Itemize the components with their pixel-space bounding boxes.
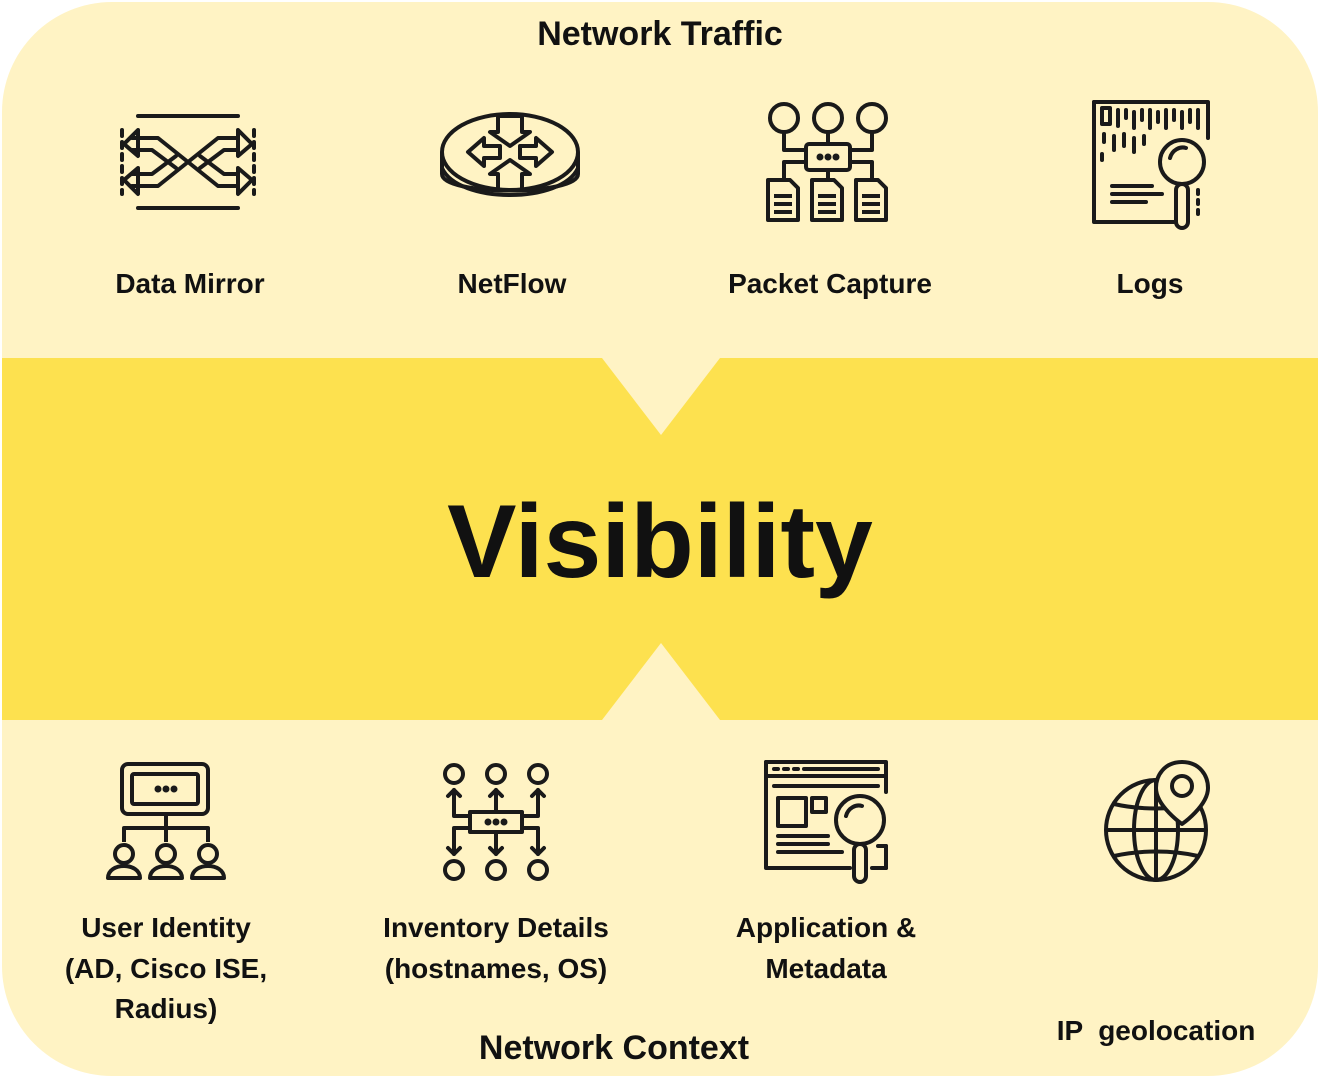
traffic-source-label: Packet Capture [728,268,932,299]
globe-pin-icon [1100,758,1216,888]
context-source-label: Inventory Details (hostnames, OS) [356,908,636,989]
context-label-line: Application & [735,912,917,943]
context-source-label: User Identity (AD, Cisco ISE, Radius) [36,908,296,1030]
network-context-title: Network Context [478,1029,750,1067]
context-label-line: Inventory Details [383,912,609,943]
traffic-source-label: Logs [1116,268,1184,299]
context-source-label: IP geolocation [1036,930,1276,1092]
traffic-source-label: Data Mirror [115,268,265,299]
network-traffic-title: Network Traffic [537,15,783,53]
context-label-line: Metadata [765,952,887,984]
context-label-line: (hostnames, OS) [384,952,608,984]
context-label-line: IP geolocation [1056,1015,1256,1047]
application-search-icon [762,758,892,886]
packet-capture-icon [762,100,894,226]
context-label-line: (AD, Cisco ISE, [64,952,268,984]
logs-search-icon [1090,98,1214,234]
router-icon [438,108,582,216]
context-label-line: Radius) [114,993,218,1025]
visibility-title: Visibility [447,484,873,600]
traffic-source-label: NetFlow [457,268,567,299]
context-label-line: User Identity [81,912,251,943]
context-source-label: Application & Metadata [696,908,956,989]
inventory-network-icon [440,762,552,882]
user-identity-icon [104,762,228,882]
data-mirror-icon [118,110,258,214]
